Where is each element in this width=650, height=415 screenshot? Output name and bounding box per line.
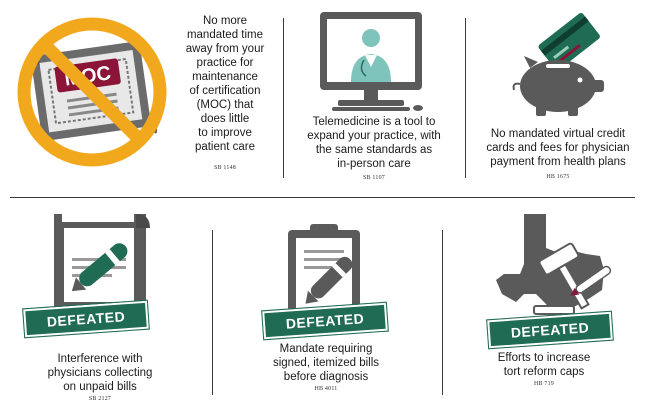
divider-horizontal — [10, 197, 635, 198]
no-moc-icon: MOC — [17, 17, 167, 167]
unpaid-bills-bill-number: SB 2127 — [88, 396, 112, 402]
bill-pen-icon — [54, 214, 150, 310]
divider-top-1 — [283, 18, 284, 178]
clipboard-pen-icon — [288, 224, 360, 316]
itemized-bills-caption: Mandate requiring signed, itemized bills… — [272, 343, 380, 383]
telemedicine-computer-icon — [320, 12, 423, 111]
moc-bill-number: SB 1148 — [213, 165, 237, 171]
defeated-stamp-2: DEFEATED — [261, 301, 389, 341]
tort-reform-bill-number: HB 719 — [533, 381, 555, 387]
defeated-stamp-1: DEFEATED — [22, 299, 150, 339]
virtual-credit-card-bill-number: HB 1675 — [546, 174, 570, 180]
divider-bottom-2 — [442, 230, 443, 395]
texas-gavel-icon — [496, 214, 612, 322]
telemedicine-bill-number: SB 1107 — [362, 175, 386, 181]
divider-top-2 — [465, 18, 466, 178]
piggy-bank-credit-card-icon — [512, 12, 604, 116]
itemized-bills-bill-number: HB 4011 — [314, 386, 338, 392]
telemedicine-caption: Telemedicine is a tool to expand your pr… — [307, 116, 441, 170]
unpaid-bills-caption: Interference with physicians collecting … — [47, 353, 153, 393]
tort-reform-caption: Efforts to increase tort reform caps — [497, 352, 591, 378]
virtual-credit-card-caption: No mandated virtual credit cards and fee… — [486, 128, 630, 168]
moc-caption: No more mandated time away from your pra… — [185, 15, 265, 153]
divider-bottom-1 — [212, 230, 213, 395]
